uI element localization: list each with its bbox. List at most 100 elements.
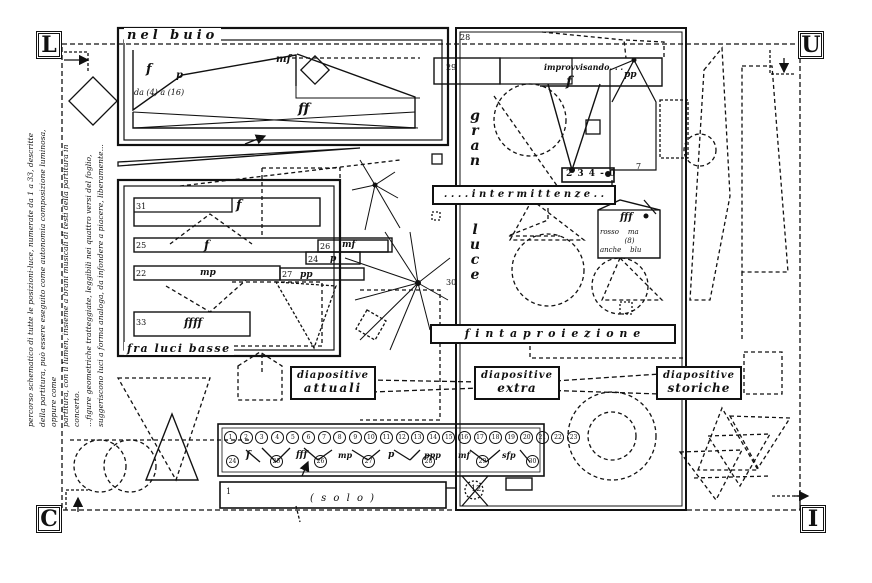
rosso-ma-anche-blu: rosso ma (8) anche blu <box>600 228 642 254</box>
position-number-circle: 11 <box>379 431 393 444</box>
position-number-circle: 27 <box>362 455 375 468</box>
dynamic-mp: mp <box>200 268 216 278</box>
side-note-line: ...figure geometriche tratteggiate, legg… <box>84 154 94 427</box>
rosso-word: rosso <box>600 228 619 236</box>
position-number: 1 <box>226 487 232 496</box>
diapositive-storiche-line2: storiche <box>667 381 731 395</box>
position-number-circle: 14 <box>426 431 440 444</box>
dynamic-p: p <box>330 254 337 264</box>
side-note-line: della partitura, può essere eseguito com… <box>38 129 58 427</box>
diapositive-attuali-line2: attuali <box>303 381 363 395</box>
position-number-circle: 21 <box>535 431 549 444</box>
position-number: 28 <box>460 33 471 42</box>
position-number-circle: 30 <box>526 455 539 468</box>
position-number-circle: 17 <box>473 431 487 444</box>
position-number-circle: 24 <box>226 455 239 468</box>
rosso-number: 8 <box>627 237 632 245</box>
side-note-line: partitura, con il lumen, insieme a brani… <box>61 144 81 428</box>
dynamic-f-nel-buio: f <box>146 62 152 77</box>
position-number-circle: 10 <box>364 431 378 444</box>
diapositive-extra-line1: diapositive <box>481 370 553 381</box>
position-number-circle: 19 <box>504 431 518 444</box>
section-title-nel-buio: nel buio <box>124 28 222 43</box>
dynamic-pp: pp <box>300 270 313 280</box>
position-number: 31 <box>136 202 147 211</box>
range-to: 16 <box>170 88 181 97</box>
position-number-circle: 8 <box>333 431 347 444</box>
dynamic-p-nel-buio: p <box>176 70 183 81</box>
position-number-circle: 7 <box>317 431 331 444</box>
dynamic-ff-nel-buio: ff <box>298 101 310 117</box>
label-intermittenze: . . . . i n t e r m i t t e n z e . . <box>432 185 616 205</box>
position-number-circle: 12 <box>395 431 409 444</box>
row-dynamic-sfp: sfp <box>502 450 516 460</box>
side-note-text: percorso schematico di tutte le posizion… <box>26 127 112 427</box>
position-number: 26 <box>320 242 331 251</box>
range-from: 4 <box>149 88 155 97</box>
row-dynamic-ppp: ppp <box>424 450 441 460</box>
blu-word: blu <box>630 246 642 254</box>
position-number: 24 <box>308 255 319 264</box>
diapositive-storiche: diapositive storiche <box>656 366 742 400</box>
position-number-circle: 13 <box>411 431 425 444</box>
position-number-circle: 28 <box>422 455 435 468</box>
counter-box: 2 3 4 - 0 <box>566 169 617 179</box>
section-title-luce: luce <box>467 222 483 282</box>
section-title-gran: gran <box>467 108 483 168</box>
position-number: 29 <box>446 63 457 72</box>
position-number: 7 <box>636 162 642 171</box>
position-number-circle: 16 <box>457 431 471 444</box>
side-note-line: suggeriscono luci a forma analoga, da in… <box>96 144 106 427</box>
position-number-circle: 22 <box>551 431 565 444</box>
position-number-circle: 25 <box>270 455 283 468</box>
range-prefix: da <box>134 88 144 97</box>
row-dynamic-f: f <box>246 450 251 461</box>
corner-label-l: L <box>36 31 62 59</box>
gran-luce-frame <box>455 27 687 511</box>
position-number: 27 <box>282 270 293 279</box>
diapositive-attuali: diapositive attuali <box>290 366 376 400</box>
label-finta-proiezione: f i n t a p r o i e z i o n e <box>430 324 676 344</box>
side-note-line: percorso schematico di tutte le posizion… <box>26 132 35 427</box>
position-number-circle: 4 <box>270 431 284 444</box>
position-number: 33 <box>136 318 147 327</box>
row-dynamic-fff: fff <box>296 450 308 460</box>
diapositive-extra-line2: extra <box>497 381 537 395</box>
position-number-circle: 1 <box>224 431 237 444</box>
position-number-circle: 9 <box>348 431 362 444</box>
diapositive-attuali-line1: diapositive <box>297 370 369 381</box>
diapositive-extra: diapositive extra <box>474 366 560 400</box>
dynamic-f-improvvisando: f <box>566 74 573 90</box>
position-number-circle: 26 <box>314 455 327 468</box>
row-dynamic-mf: mf <box>458 450 470 460</box>
position-number-circle: 20 <box>520 431 534 444</box>
diapositive-storiche-line1: diapositive <box>663 370 735 381</box>
nel-buio-range: da (4) a (16) <box>134 88 185 97</box>
row-dynamic-p: p <box>388 450 395 460</box>
row-dynamic-mp: mp <box>338 450 353 460</box>
position-number-circle: 15 <box>442 431 456 444</box>
dynamic-ffff: ffff <box>184 316 203 329</box>
ma-word: ma <box>627 228 639 236</box>
dynamic-mf-nel-buio: mf <box>276 54 291 65</box>
position-number-circle: 2 <box>239 431 253 444</box>
nel-buio-frame <box>116 26 450 147</box>
label-solo: ( s o l o ) <box>310 493 377 504</box>
section-title-fra-luci-basse: fra luci basse <box>124 342 234 355</box>
corner-label-u: U <box>798 31 824 59</box>
dynamic-fff-rosso: fff <box>620 212 633 223</box>
position-number-circle: 23 <box>567 431 581 444</box>
position-number-circle: 6 <box>301 431 315 444</box>
corner-label-i: I <box>800 505 826 533</box>
position-number-circle: 18 <box>489 431 503 444</box>
position-number: 12 <box>471 484 482 493</box>
dynamic-f: f <box>204 238 210 252</box>
label-improvvisando: improvvisando. . . <box>544 62 624 72</box>
anche-word: anche <box>600 246 622 254</box>
position-number-circle: 5 <box>286 431 300 444</box>
position-number: 30 <box>446 278 457 287</box>
range-mid: a <box>160 88 166 97</box>
position-number-circle: 29 <box>476 455 489 468</box>
dynamic-pp-right: pp <box>624 70 637 80</box>
